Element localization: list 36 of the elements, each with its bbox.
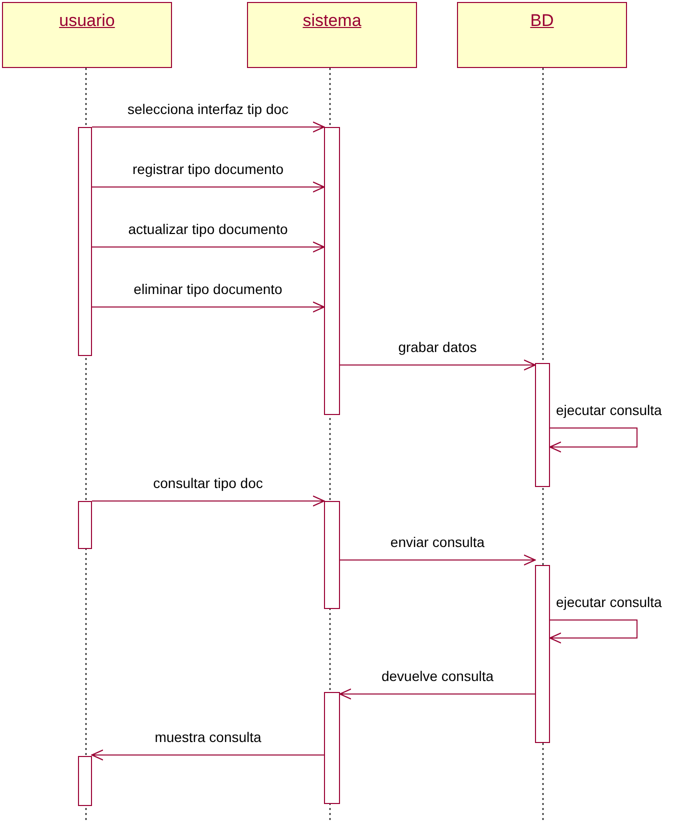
message-arrow [340,554,536,566]
message-label: devuelve consulta [379,668,496,684]
message-label: eliminar tipo documento [132,281,284,297]
message-label: enviar consulta [388,534,487,550]
activation-bar [535,565,550,743]
message-label: ejecutar consulta [554,402,664,418]
message-arrow [92,301,325,313]
message-label: grabar datos [396,339,479,355]
message-arrow [339,688,536,700]
participant-name: sistema [302,11,362,31]
message-arrow [92,121,325,133]
message-arrow [92,241,325,253]
message-arrow [549,428,638,453]
message-arrow [91,749,324,761]
lifeline-header [2,2,172,68]
activation-bar [78,756,92,806]
activation-bar [324,127,340,415]
message-label: muestra consulta [152,729,264,745]
message-arrow [340,359,536,371]
message-label: selecciona interfaz tip doc [125,101,291,117]
message-label: consultar tipo doc [151,475,265,491]
message-arrow [92,181,325,193]
message-label: actualizar tipo documento [126,221,290,237]
lifeline-header [457,2,627,68]
message-arrow [92,495,325,507]
message-label: registrar tipo documento [130,161,286,177]
activation-bar [324,692,340,804]
activation-bar [78,127,92,356]
activation-bar [535,363,550,487]
message-label: ejecutar consulta [554,594,664,610]
participant-name: usuario [59,11,115,31]
activation-bar [324,501,340,609]
activation-bar [78,501,92,549]
message-arrow [549,620,638,644]
lifeline-header [247,2,417,68]
participant-name: BD [530,11,554,31]
